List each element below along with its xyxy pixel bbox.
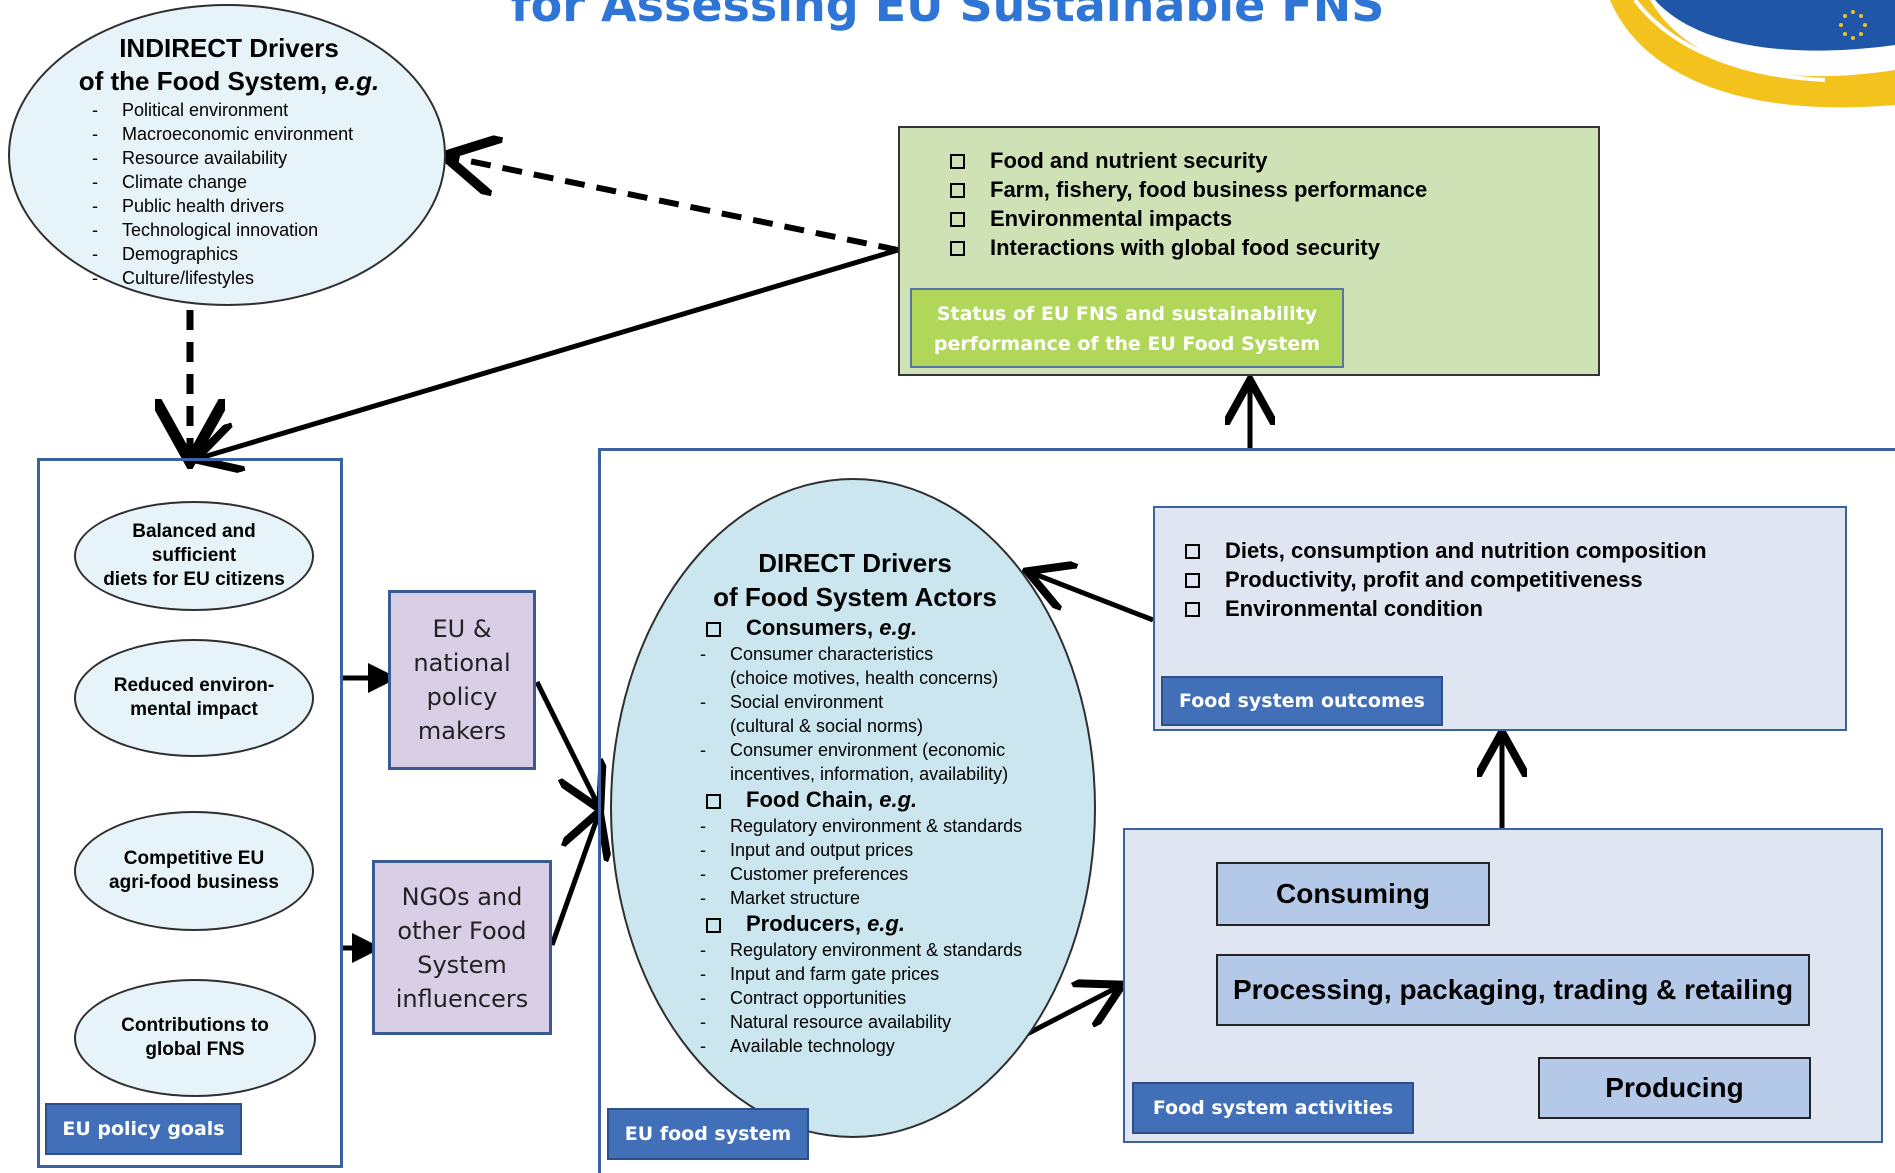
list-item: Macroeconomic environment [92,122,353,146]
list-item: Resource availability [92,146,353,170]
list-item: Market structure [700,886,1092,910]
list-item: Farm, fishery, food business performance [944,175,1427,204]
indirect-title-eg: e.g. [334,66,380,96]
list-item: Environmental condition [1179,594,1707,623]
list-item: Environmental impacts [944,204,1427,233]
status-box: Food and nutrient security Farm, fishery… [898,126,1600,376]
activities-label: Food system activities [1132,1082,1414,1134]
list-item: Social environment [700,690,1092,714]
list-item: Diets, consumption and nutrition composi… [1179,536,1707,565]
list-item: Demographics [92,242,353,266]
direct-drivers-ellipse: DIRECT Drivers of Food System Actors Con… [610,478,1096,1138]
eu-food-system-label: EU food system [607,1108,809,1160]
producing-box: Producing [1538,1057,1811,1119]
food-system-activities-box: Consuming Processing, packaging, trading… [1123,828,1883,1143]
list-item: Natural resource availability [700,1010,1092,1034]
indirect-title-line2: of the Food System, [78,66,328,96]
processing-box: Processing, packaging, trading & retaili… [1216,954,1810,1026]
consumers-list: Consumer characteristics (choice motives… [700,642,1092,786]
list-item: Productivity, profit and competitiveness [1179,565,1707,594]
list-item: (cultural & social norms) [730,716,924,736]
arrow-makers-to-direct [534,680,598,805]
list-item: Public health drivers [92,194,353,218]
list-item: Input and output prices [700,838,1092,862]
consumers-heading-list: Consumers, e.g. [700,614,1092,642]
list-item: Interactions with global food security [944,233,1427,262]
food-chain-heading: Food Chain, [746,787,874,812]
indirect-drivers-list: Political environment Macroeconomic envi… [92,98,353,290]
list-item: Customer preferences [700,862,1092,886]
list-item: Regulatory environment & standards [700,938,1092,962]
list-item: Contract opportunities [700,986,1092,1010]
list-item: Regulatory environment & standards [700,814,1092,838]
list-item: Political environment [92,98,353,122]
list-item: Input and farm gate prices [700,962,1092,986]
list-item: Culture/lifestyles [92,266,353,290]
eu-food-system-box [598,448,1895,1173]
food-system-outcomes-box: Diets, consumption and nutrition composi… [1153,506,1847,731]
list-item: Climate change [92,170,353,194]
producers-list: Regulatory environment & standards Input… [700,938,1092,1058]
indirect-drivers-ellipse: INDIRECT Drivers of the Food System, e.g… [8,4,446,306]
eu-logo [1610,0,1895,108]
list-item: Technological innovation [92,218,353,242]
list-item: Food and nutrient security [944,146,1427,175]
direct-title-line2: of Food System Actors [713,582,997,612]
list-item: incentives, information, availability) [730,764,1009,784]
outcomes-label: Food system outcomes [1161,676,1443,726]
producers-heading-list: Producers, e.g. [700,910,1092,938]
food-chain-list: Regulatory environment & standards Input… [700,814,1092,910]
list-item: (choice motives, health concerns) [730,668,999,688]
status-list: Food and nutrient security Farm, fishery… [944,146,1427,262]
goal-reduced-impact: Reduced environ-mental impact [74,639,314,757]
eu-stars-icon [1839,10,1867,40]
list-item: Consumer environment (economic [700,738,1092,762]
dashed-arrow-to-indirect [450,157,899,253]
direct-title-line1: DIRECT Drivers [758,548,952,578]
producers-heading: Producers, [746,911,861,936]
status-label: Status of EU FNS and sustainability perf… [910,288,1344,368]
outcomes-list: Diets, consumption and nutrition composi… [1179,536,1707,623]
food-chain-heading-list: Food Chain, e.g. [700,786,1092,814]
consuming-box: Consuming [1216,862,1490,926]
eu-policy-goals-label: EU policy goals [45,1103,242,1155]
indirect-title-line1: INDIRECT Drivers [119,33,339,63]
arrow-ngos-to-direct [549,816,598,946]
consumers-heading: Consumers, [746,615,874,640]
list-item: Available technology [700,1034,1092,1058]
page-title: for Assessing EU Sustainable FNS [510,0,1385,32]
list-item: Consumer characteristics [700,642,1092,666]
